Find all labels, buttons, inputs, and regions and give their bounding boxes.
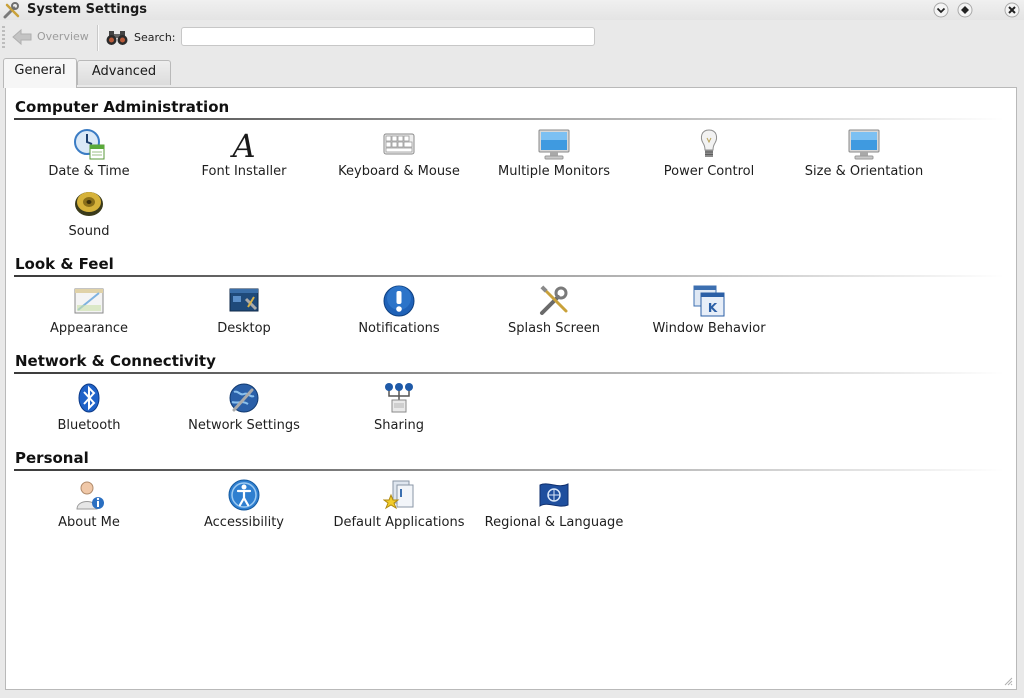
- item-label: Accessibility: [204, 515, 284, 530]
- item-label: Size & Orientation: [804, 164, 924, 179]
- item-window-behavior[interactable]: K Window Behavior: [634, 285, 784, 341]
- item-bluetooth[interactable]: Bluetooth: [14, 382, 164, 438]
- binoculars-icon: [106, 31, 128, 45]
- item-label: Date & Time: [48, 164, 130, 179]
- system-settings-icon: [3, 2, 20, 19]
- item-sound[interactable]: Sound: [14, 188, 164, 244]
- back-arrow-icon: [12, 28, 32, 46]
- item-font-installer[interactable]: A Font Installer: [169, 128, 319, 184]
- item-label: Keyboard & Mouse: [338, 164, 460, 179]
- item-splash-screen[interactable]: Splash Screen: [479, 285, 629, 341]
- item-default-applications[interactable]: Default Applications: [324, 479, 474, 535]
- search-label: Search:: [134, 31, 176, 44]
- monitor-icon: [538, 129, 570, 160]
- item-network-settings[interactable]: Network Settings: [169, 382, 319, 438]
- section-title-look-feel: Look & Feel: [15, 255, 114, 273]
- section-divider: [14, 275, 1004, 277]
- svg-text:A: A: [229, 128, 255, 160]
- section-title-computer-administration: Computer Administration: [15, 98, 230, 116]
- appearance-icon: [74, 288, 104, 314]
- section-title-network-connectivity: Network & Connectivity: [15, 352, 216, 370]
- accessibility-icon: [228, 479, 260, 511]
- minimize-button[interactable]: [933, 2, 949, 18]
- item-regional-language[interactable]: Regional & Language: [479, 479, 629, 535]
- item-label: Sound: [68, 224, 110, 239]
- overview-label: Overview: [37, 30, 89, 43]
- item-power-control[interactable]: Power Control: [634, 128, 784, 184]
- item-label: Network Settings: [188, 418, 300, 433]
- resize-grip[interactable]: [1003, 676, 1013, 686]
- svg-text:K: K: [708, 301, 718, 315]
- title-bar: System Settings: [0, 0, 1024, 20]
- search-input[interactable]: [181, 27, 595, 46]
- item-multiple-monitors[interactable]: Multiple Monitors: [479, 128, 629, 184]
- item-label: Sharing: [374, 418, 424, 433]
- keyboard-icon: [383, 133, 415, 155]
- tab-advanced[interactable]: Advanced: [77, 60, 171, 85]
- section-title-personal: Personal: [15, 449, 89, 467]
- desktop-icon: [229, 288, 259, 312]
- globe-icon: [229, 383, 259, 413]
- default-apps-icon: [383, 480, 414, 510]
- item-keyboard-mouse[interactable]: Keyboard & Mouse: [324, 128, 474, 184]
- close-button[interactable]: [1004, 2, 1020, 18]
- section-divider: [14, 118, 1004, 120]
- network-nodes-icon: [385, 383, 413, 413]
- item-appearance[interactable]: Appearance: [14, 285, 164, 341]
- toolbar-grip[interactable]: [2, 26, 5, 48]
- monitor-icon: [848, 129, 880, 160]
- tools-icon: [540, 285, 568, 315]
- item-notifications[interactable]: Notifications: [324, 285, 474, 341]
- item-label: Power Control: [663, 164, 755, 179]
- item-label: Font Installer: [201, 164, 287, 179]
- item-label: Notifications: [358, 321, 440, 336]
- window-icon: K: [693, 285, 725, 317]
- item-accessibility[interactable]: Accessibility: [169, 479, 319, 535]
- user-icon: [76, 481, 104, 510]
- item-label: Desktop: [217, 321, 271, 336]
- tab-general-label: General: [14, 63, 66, 78]
- flag-icon: [539, 483, 569, 507]
- window-title: System Settings: [27, 2, 148, 17]
- section-divider: [14, 372, 1004, 374]
- toolbar-separator: [97, 25, 98, 51]
- item-sharing[interactable]: Sharing: [324, 382, 474, 438]
- item-desktop[interactable]: Desktop: [169, 285, 319, 341]
- item-date-time[interactable]: Date & Time: [14, 128, 164, 184]
- toolbar: Overview Search:: [0, 22, 1024, 54]
- item-size-orientation[interactable]: Size & Orientation: [789, 128, 939, 184]
- maximize-button[interactable]: [957, 2, 973, 18]
- lightbulb-icon: [700, 129, 718, 157]
- exclamation-icon: [383, 285, 415, 317]
- item-label: Splash Screen: [508, 321, 600, 336]
- item-label: Multiple Monitors: [498, 164, 610, 179]
- clock-calendar-icon: [74, 129, 105, 160]
- bluetooth-icon: [78, 383, 100, 413]
- settings-panel: Computer Administration Date & Time A Fo…: [5, 87, 1017, 690]
- tab-general[interactable]: General: [3, 58, 77, 88]
- section-divider: [14, 469, 1004, 471]
- item-label: Bluetooth: [57, 418, 121, 433]
- speaker-icon: [75, 192, 103, 216]
- item-label: Regional & Language: [484, 515, 624, 530]
- item-label: About Me: [58, 515, 120, 530]
- tab-advanced-label: Advanced: [91, 64, 157, 79]
- font-icon: A: [229, 128, 255, 160]
- item-about-me[interactable]: About Me: [14, 479, 164, 535]
- item-label: Appearance: [49, 321, 129, 336]
- item-label: Window Behavior: [652, 321, 766, 336]
- item-label: Default Applications: [333, 515, 465, 530]
